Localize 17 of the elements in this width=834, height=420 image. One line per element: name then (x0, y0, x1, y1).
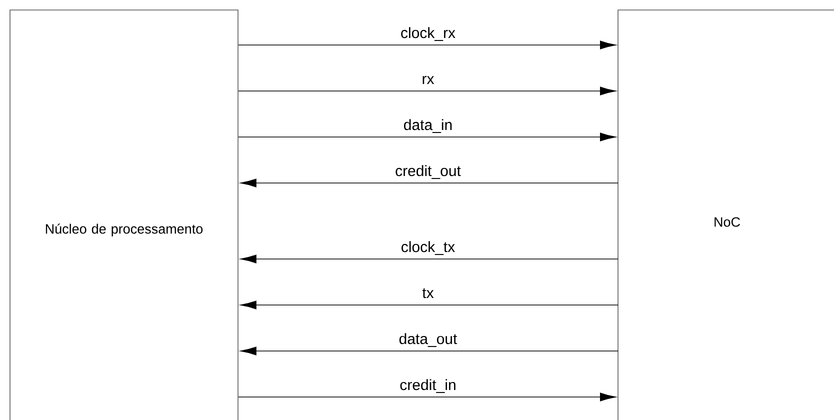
edge-label: data_in (402, 118, 454, 134)
block-box: NoC (618, 10, 834, 420)
edge-label: credit_out (394, 164, 462, 180)
arrow (240, 254, 618, 264)
block-box: Núcleo de processamento (10, 10, 238, 420)
arrow (240, 300, 618, 310)
edge-label: tx (421, 287, 435, 300)
edge-label: clock_rx (400, 26, 456, 42)
arrow (238, 392, 616, 402)
arrow (240, 346, 618, 356)
arrow (238, 86, 616, 96)
edge-label: data_out (398, 332, 458, 348)
edge-label: clock_tx (400, 240, 456, 256)
edge-label: credit_in (398, 378, 458, 394)
arrow (238, 40, 616, 50)
arrow (238, 132, 616, 142)
arrow (240, 178, 618, 188)
